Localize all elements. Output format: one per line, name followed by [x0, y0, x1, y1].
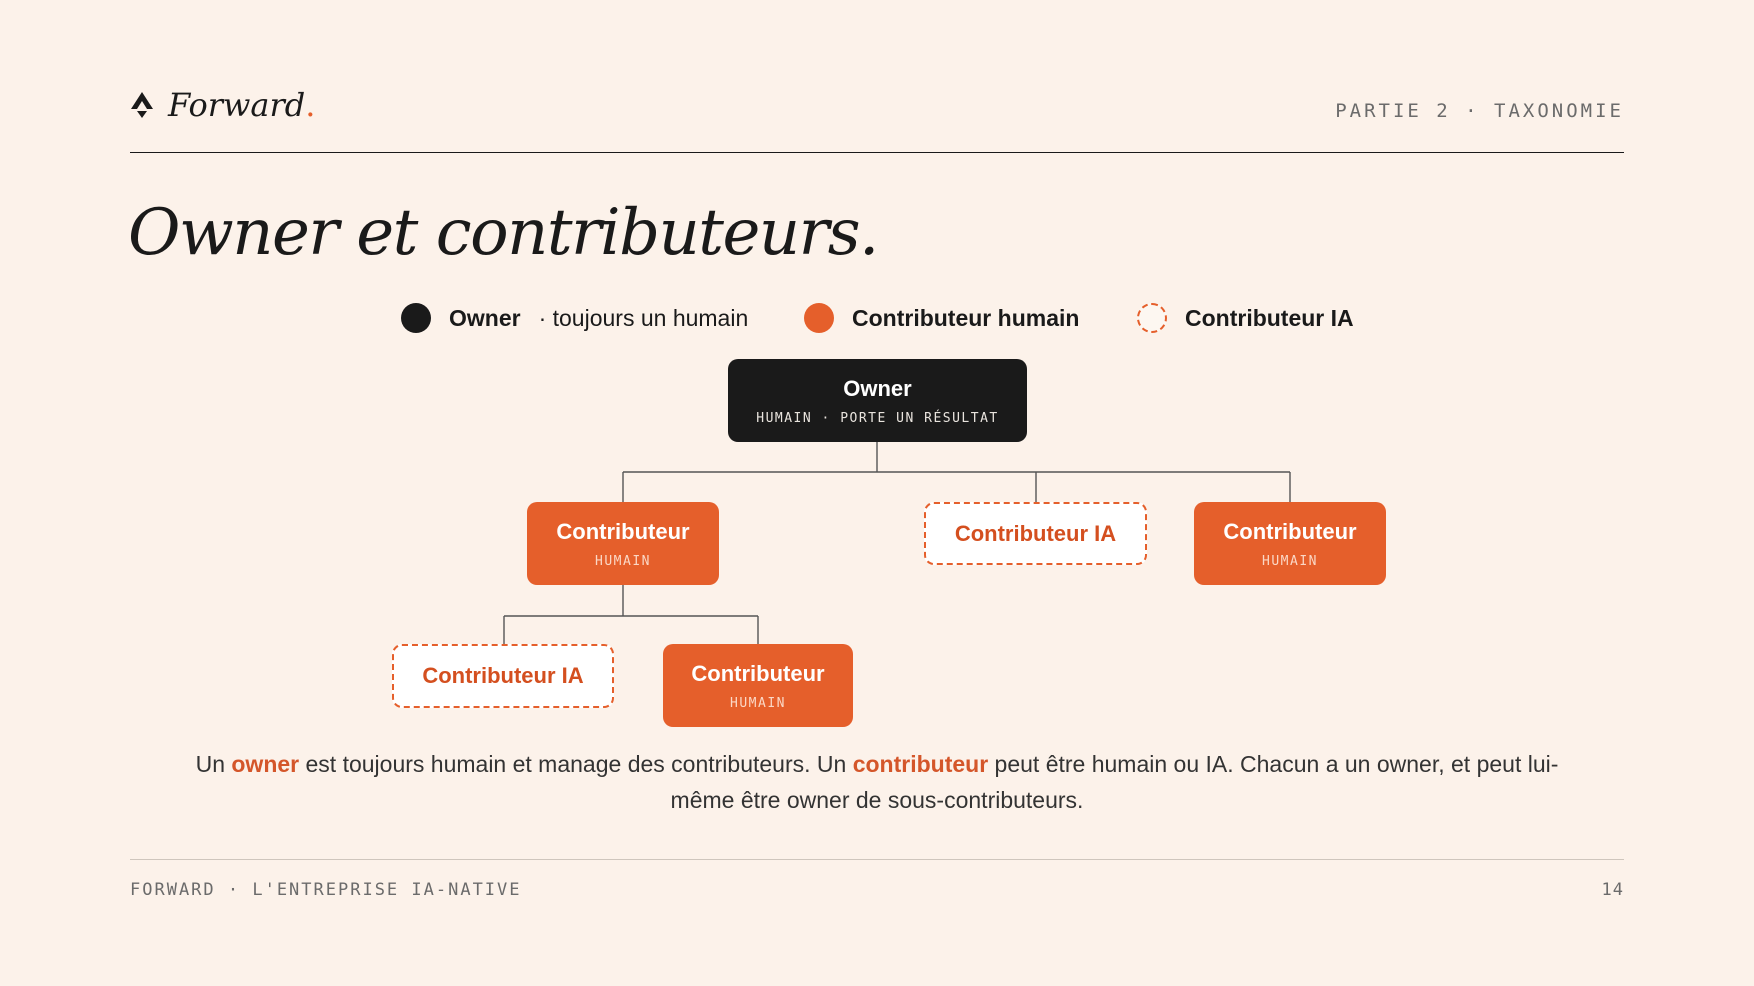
node-contributor-human[interactable]: Contributeur HUMAIN — [527, 502, 719, 585]
human-swatch-icon — [804, 303, 834, 333]
footer: FORWARD · L'ENTREPRISE IA-NATIVE 14 — [130, 859, 1624, 900]
brand[interactable]: Forward. — [130, 86, 315, 124]
owner-swatch-icon — [401, 303, 431, 333]
brand-name: Forward — [168, 86, 306, 124]
legend-item-owner: Owner · toujours un humain — [401, 300, 748, 336]
node-name: Contributeur IA — [422, 663, 584, 688]
ai-swatch-icon — [1137, 303, 1167, 333]
node-contributor-ai[interactable]: Contributeur IA — [924, 502, 1147, 565]
legend: Owner · toujours un humain Contributeur … — [0, 300, 1754, 336]
legend-human-label: Contributeur humain — [852, 304, 1080, 331]
node-sub: HUMAIN — [730, 695, 786, 711]
legend-owner-note: · toujours un humain — [538, 304, 749, 331]
highlight-contributor: contributeur — [852, 751, 989, 777]
node-name: Contributeur — [1223, 518, 1357, 544]
node-name: Contributeur — [556, 518, 690, 544]
node-sub-contributor-human[interactable]: Contributeur HUMAIN — [663, 644, 853, 727]
header: Forward. PARTIE 2 · TAXONOMIE — [130, 80, 1624, 153]
page-title: Owner et contributeurs. — [128, 196, 879, 270]
node-name: Contributeur — [691, 660, 825, 686]
legend-item-ai: Contributeur IA — [1137, 300, 1354, 336]
node-contributor-human[interactable]: Contributeur HUMAIN — [1194, 502, 1386, 585]
node-sub: HUMAIN — [595, 553, 651, 569]
node-name: Contributeur IA — [954, 520, 1117, 546]
legend-item-human: Contributeur humain — [804, 300, 1079, 336]
node-owner-sub: HUMAIN · PORTE UN RÉSULTAT — [756, 410, 999, 426]
highlight-owner: owner — [231, 751, 300, 777]
brand-dot: . — [305, 86, 316, 124]
node-owner[interactable]: Owner HUMAIN · PORTE UN RÉSULTAT — [728, 359, 1027, 442]
desc-text: Un — [195, 751, 232, 777]
section-label: PARTIE 2 · TAXONOMIE — [1335, 100, 1624, 122]
node-sub-contributor-ai[interactable]: Contributeur IA — [392, 644, 614, 708]
node-sub: HUMAIN — [1262, 553, 1318, 569]
desc-text: peut être humain ou IA. Chacun a un owne… — [670, 751, 1559, 813]
legend-owner-label: Owner — [449, 304, 521, 331]
page-number: 14 — [1601, 880, 1624, 900]
description: Un owner est toujours humain et manage d… — [180, 746, 1574, 818]
node-owner-name: Owner — [843, 375, 912, 401]
desc-text: est toujours humain et manage des contri… — [299, 751, 853, 777]
footer-label: FORWARD · L'ENTREPRISE IA-NATIVE — [130, 880, 522, 900]
legend-ai-label: Contributeur IA — [1185, 304, 1354, 331]
forward-logo-icon — [131, 92, 153, 118]
